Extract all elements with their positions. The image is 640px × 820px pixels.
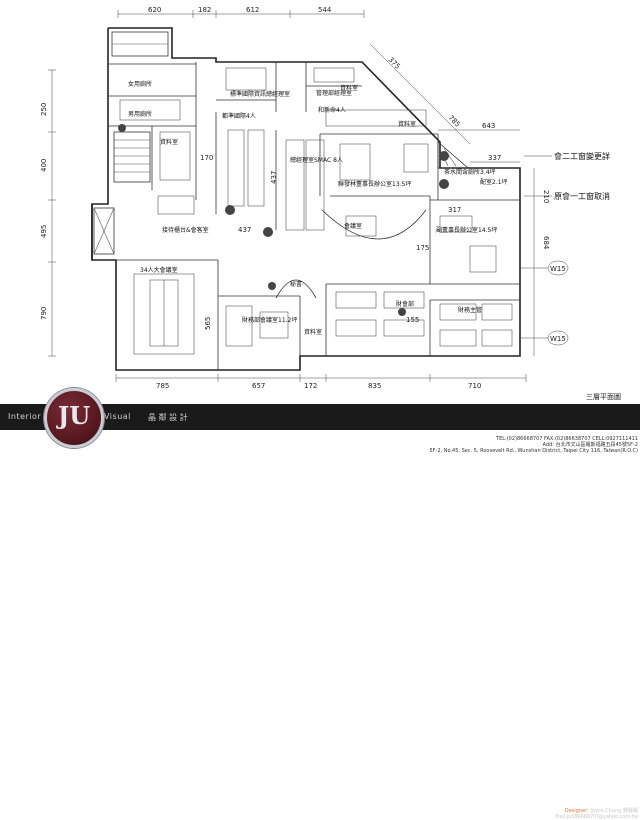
dim-top-2: 182 bbox=[198, 6, 211, 14]
room-label: 聯發林董事長辦公室13.5坪 bbox=[338, 180, 411, 188]
interior-walls bbox=[108, 62, 520, 370]
dim-internal: 565 bbox=[204, 317, 212, 330]
phone-line: TEL:(02)86668707 FAX:(02)86638707 CELL:0… bbox=[496, 436, 638, 442]
window-tags: W15 W15 bbox=[520, 260, 569, 346]
room-label: 資料室 bbox=[340, 84, 358, 92]
dim-internal: 155 bbox=[406, 316, 419, 324]
email: Mail.juli8666870l@yahoo.com.tw bbox=[555, 814, 638, 820]
floor-plan: 620 182 612 544 250 400 495 790 785 657 … bbox=[40, 6, 610, 390]
dim-internal: 437 bbox=[238, 226, 251, 234]
outer-walls bbox=[91, 27, 521, 371]
room-label: 資料室 bbox=[304, 328, 322, 336]
brand-interior: Interior bbox=[8, 412, 42, 421]
plan-title: 三層平面圖 bbox=[586, 393, 621, 401]
room-label: 女用廁所 bbox=[128, 80, 152, 88]
room-label: 總經理室SMAC 8人 bbox=[290, 156, 343, 164]
dim-bottom-1: 785 bbox=[156, 382, 169, 390]
room-label: 秘書 bbox=[290, 280, 302, 288]
room-label: 財務部會議室11.2坪 bbox=[242, 316, 297, 324]
room-label: 配室2.1坪 bbox=[480, 178, 508, 186]
room-label: 管理部經理室 bbox=[316, 89, 352, 97]
dim-left-3: 495 bbox=[40, 225, 48, 238]
dim-bottom-3: 172 bbox=[304, 382, 317, 390]
dim-left-1: 250 bbox=[40, 103, 48, 116]
change-notes: 會二工窗變更詳 原會一工窗取消 bbox=[524, 151, 610, 201]
room-label: 都準國際4人 bbox=[222, 112, 256, 120]
room-label: 34人大會議室 bbox=[140, 266, 178, 274]
room-label: 資料室 bbox=[398, 120, 416, 128]
contact-block: Designer: Joyce Chung 鍾麗麗 Mail.juli86668… bbox=[470, 808, 638, 820]
dim-diag-2: 785 bbox=[447, 114, 462, 129]
dim-bottom-5: 710 bbox=[468, 382, 481, 390]
address-en: 5F-2, No.45, Sec. 5, Roosevelt Rd., Wuns… bbox=[429, 448, 639, 454]
room-label: 和新命4人 bbox=[318, 106, 346, 114]
plants bbox=[118, 124, 449, 316]
room-label: 副董事長辦公室14.5坪 bbox=[436, 226, 497, 234]
dim-right-210: 210 bbox=[542, 190, 550, 203]
dim-internal: 170 bbox=[200, 154, 213, 162]
room-labels: 標準國際資訊總經理室 管理部經理室 資料室 女用廁所 男用廁所 都準國際4人 和… bbox=[128, 80, 508, 336]
dim-top-4: 544 bbox=[318, 6, 332, 14]
room-label: 財會部 bbox=[396, 300, 414, 308]
logo-text: JU bbox=[57, 401, 91, 430]
dim-top-1: 620 bbox=[148, 6, 161, 14]
room-label: 男用廁所 bbox=[128, 110, 152, 118]
bottom-dimension-line: 785 657 172 835 710 bbox=[115, 374, 527, 390]
dim-bottom-4: 835 bbox=[368, 382, 381, 390]
window-tag: W15 bbox=[550, 265, 566, 273]
dim-internal: 317 bbox=[448, 206, 461, 214]
brand-visual: Visual bbox=[104, 412, 131, 421]
dim-top-3: 612 bbox=[246, 6, 259, 14]
dim-right-643: 643 bbox=[482, 122, 495, 130]
room-label: 會議室 bbox=[344, 222, 362, 230]
dim-right-684: 684 bbox=[542, 236, 550, 250]
room-label: 標準國際資訊總經理室 bbox=[230, 90, 290, 98]
dim-left-4: 790 bbox=[40, 307, 48, 320]
dim-right-337: 337 bbox=[488, 154, 501, 162]
dim-diag-1: 375 bbox=[387, 56, 402, 71]
window-tag: W15 bbox=[550, 335, 566, 343]
furniture bbox=[119, 67, 513, 355]
top-dimension-line: 620 182 612 544 bbox=[117, 6, 365, 18]
room-label: 資料室 bbox=[160, 138, 178, 146]
room-label: 茶水間含廁所3.4坪 bbox=[444, 168, 496, 176]
dim-internal: 437 bbox=[270, 171, 278, 184]
dim-internal: 175 bbox=[416, 244, 429, 252]
dim-left-2: 400 bbox=[40, 159, 48, 172]
cancel-note: 原會一工窗取消 bbox=[554, 191, 610, 201]
address-block: TEL:(02)86668707 FAX:(02)86638707 CELL:0… bbox=[370, 436, 639, 454]
stair-core bbox=[93, 31, 169, 255]
room-label: 財務主管 bbox=[458, 306, 482, 314]
room-label: 接待櫃台&會客室 bbox=[162, 226, 209, 234]
ju-logo: JU bbox=[44, 388, 104, 448]
internal-dims: 437 437 170 565 175 155 317 bbox=[200, 154, 461, 330]
left-dimension-line: 250 400 495 790 bbox=[40, 69, 56, 357]
dim-bottom-2: 657 bbox=[252, 382, 265, 390]
address-cn: Add: 台北市文山區羅斯福路五段45號5F-2 bbox=[542, 442, 638, 448]
brand-chinese-name: 晶 鄰 設 計 bbox=[148, 413, 188, 422]
change-note: 會二工窗變更詳 bbox=[554, 151, 610, 161]
